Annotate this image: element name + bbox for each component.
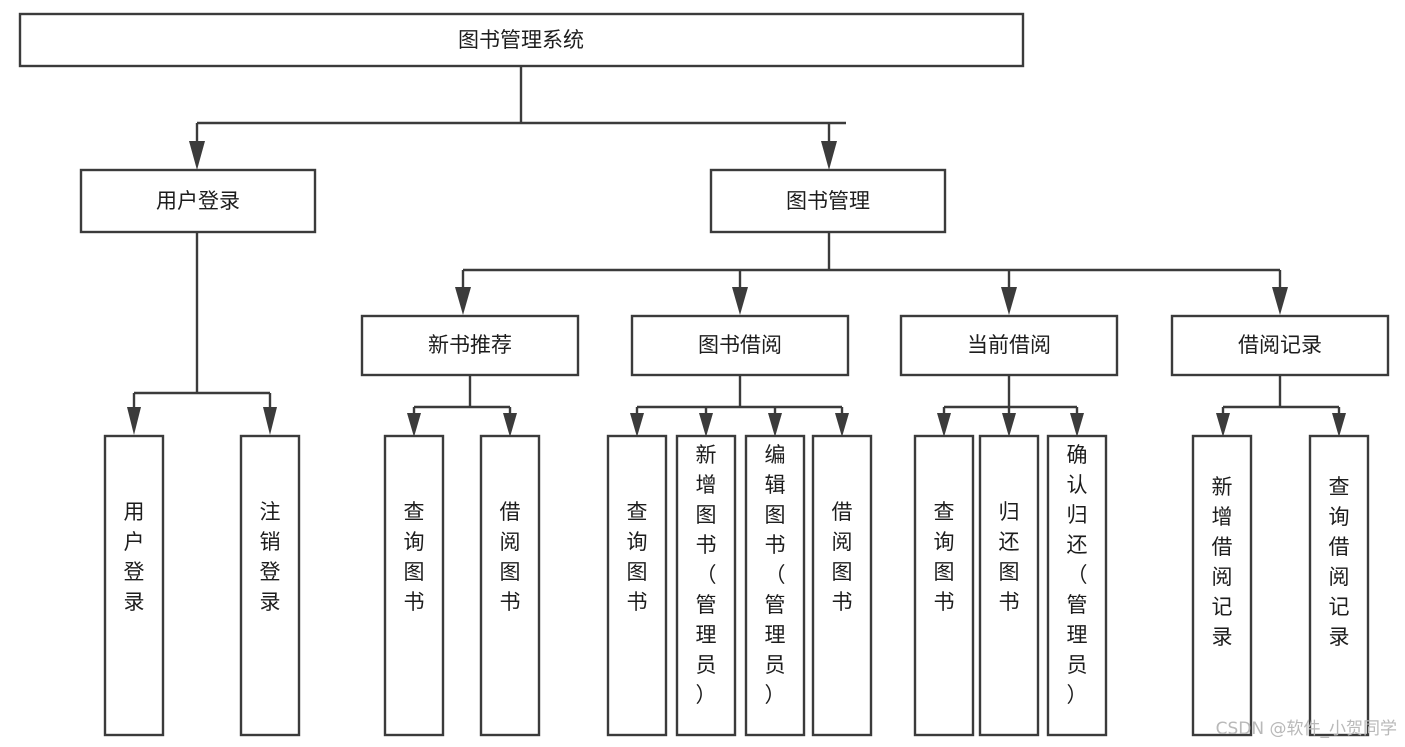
- node-leaf-query-book-3[interactable]: 查询图书: [913, 434, 975, 737]
- arrowhead-leaf-confirm-return: [1070, 413, 1084, 437]
- node-leaf-add-book-box[interactable]: [675, 434, 737, 737]
- node-leaf-query-book-2-box[interactable]: [606, 434, 668, 737]
- node-leaf-borrow-book-1-label: 借阅图书: [500, 500, 521, 614]
- node-leaf-borrow-book-1-box[interactable]: [479, 434, 541, 737]
- node-leaf-user-login-label: 用户登录: [124, 500, 145, 614]
- node-leaf-edit-book[interactable]: 编辑图书（管理员）: [744, 434, 806, 737]
- node-user-login-box[interactable]: [79, 168, 317, 234]
- node-book-manage-box[interactable]: [709, 168, 947, 234]
- node-leaf-user-login[interactable]: 用户登录: [103, 434, 165, 737]
- node-leaf-add-record[interactable]: 新增借阅记录: [1191, 434, 1253, 737]
- node-user-login-label: 用户登录: [156, 189, 240, 213]
- node-current-borrow-label: 当前借阅: [967, 333, 1051, 357]
- arrowhead-book-borrow: [732, 287, 748, 315]
- arrowhead-leaf-add-book: [699, 413, 713, 437]
- node-leaf-query-book-1-box[interactable]: [383, 434, 445, 737]
- node-leaf-return-book[interactable]: 归还图书: [978, 434, 1040, 737]
- node-leaf-query-record-label: 查询借阅记录: [1329, 475, 1350, 649]
- node-new-book-rec-box[interactable]: [360, 314, 580, 377]
- node-leaf-query-book-3-label: 查询图书: [934, 500, 955, 614]
- node-leaf-logout[interactable]: 注销登录: [239, 434, 301, 737]
- node-leaf-query-record[interactable]: 查询借阅记录: [1308, 434, 1370, 737]
- node-book-manage-label: 图书管理: [786, 189, 870, 213]
- node-borrow-record-label: 借阅记录: [1238, 333, 1322, 357]
- node-leaf-return-book-box[interactable]: [978, 434, 1040, 737]
- node-leaf-borrow-book-2[interactable]: 借阅图书: [811, 434, 873, 737]
- arrowhead-new-book-rec: [455, 287, 471, 315]
- node-root-box[interactable]: [18, 12, 1025, 68]
- node-user-login[interactable]: 用户登录: [79, 168, 317, 234]
- node-leaf-query-book-2-label: 查询图书: [627, 500, 648, 614]
- node-root[interactable]: 图书管理系统: [18, 12, 1025, 68]
- node-leaf-add-record-box[interactable]: [1191, 434, 1253, 737]
- node-root-label: 图书管理系统: [458, 28, 584, 52]
- arrowhead-book-manage: [821, 141, 837, 170]
- node-current-borrow-box[interactable]: [899, 314, 1119, 377]
- node-book-borrow-label: 图书借阅: [698, 333, 782, 357]
- node-new-book-rec-label: 新书推荐: [428, 333, 512, 357]
- node-leaf-edit-book-label: 编辑图书（管理员）: [765, 443, 786, 707]
- node-leaf-query-record-box[interactable]: [1308, 434, 1370, 737]
- node-borrow-record[interactable]: 借阅记录: [1170, 314, 1390, 377]
- node-leaf-confirm-return-box[interactable]: [1046, 434, 1108, 737]
- node-new-book-rec[interactable]: 新书推荐: [360, 314, 580, 377]
- node-leaf-borrow-book-2-box[interactable]: [811, 434, 873, 737]
- node-book-borrow-box[interactable]: [630, 314, 850, 377]
- arrowhead-borrow-record: [1272, 287, 1288, 315]
- arrowhead-leaf-query-book-2: [630, 413, 644, 437]
- node-leaf-edit-book-box[interactable]: [744, 434, 806, 737]
- node-leaf-return-book-label: 归还图书: [999, 500, 1020, 614]
- node-leaf-borrow-book-2-label: 借阅图书: [832, 500, 853, 614]
- csdn-watermark: CSDN @软件_小贺同学: [1216, 719, 1397, 739]
- node-leaf-query-book-3-box[interactable]: [913, 434, 975, 737]
- arrowhead-leaf-query-book-1: [407, 413, 421, 437]
- node-leaf-query-book-1-label: 查询图书: [404, 500, 425, 614]
- arrowhead-leaf-query-record: [1332, 413, 1346, 437]
- arrowhead-leaf-borrow-book-2: [835, 413, 849, 437]
- node-leaf-query-book-1[interactable]: 查询图书: [383, 434, 445, 737]
- arrowhead-leaf-return-book: [1002, 413, 1016, 437]
- arrowhead-leaf-logout: [263, 407, 277, 435]
- node-leaf-logout-label: 注销登录: [260, 500, 281, 614]
- node-leaf-add-record-label: 新增借阅记录: [1212, 475, 1233, 649]
- arrowhead-user-login: [189, 141, 205, 170]
- node-leaf-query-book-2[interactable]: 查询图书: [606, 434, 668, 737]
- node-borrow-record-box[interactable]: [1170, 314, 1390, 377]
- arrowhead-leaf-add-record: [1216, 413, 1230, 437]
- node-leaf-borrow-book-1[interactable]: 借阅图书: [479, 434, 541, 737]
- arrowhead-leaf-user-login: [127, 407, 141, 435]
- node-leaf-add-book-label: 新增图书（管理员）: [696, 443, 717, 707]
- arrowhead-leaf-query-book-3: [937, 413, 951, 437]
- node-current-borrow[interactable]: 当前借阅: [899, 314, 1119, 377]
- node-leaf-logout-box[interactable]: [239, 434, 301, 737]
- arrowhead-leaf-edit-book: [768, 413, 782, 437]
- arrowhead-leaf-borrow-book-1: [503, 413, 517, 437]
- arrowhead-current-borrow: [1001, 287, 1017, 315]
- node-leaf-user-login-box[interactable]: [103, 434, 165, 737]
- node-leaf-add-book[interactable]: 新增图书（管理员）: [675, 434, 737, 737]
- connector-layer: [127, 66, 1346, 437]
- node-leaf-confirm-return[interactable]: 确认归还（管理员）: [1046, 434, 1108, 737]
- node-book-borrow[interactable]: 图书借阅: [630, 314, 850, 377]
- node-book-manage[interactable]: 图书管理: [709, 168, 947, 234]
- node-leaf-confirm-return-label: 确认归还（管理员）: [1067, 443, 1088, 707]
